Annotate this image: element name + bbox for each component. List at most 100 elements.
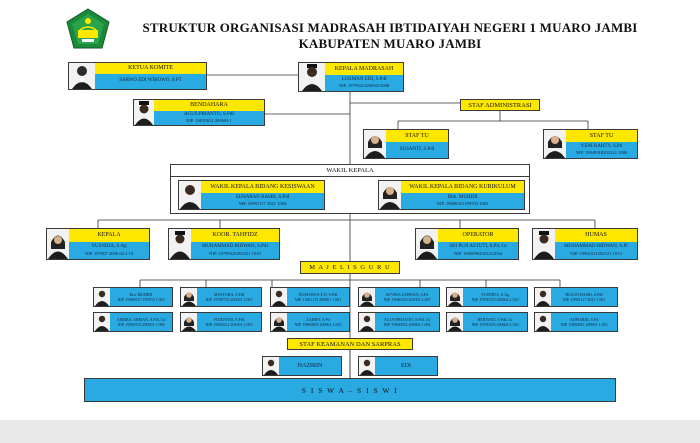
person-name: NUMAWAN E II, S.PdI — [298, 291, 338, 297]
koor-tahfidz-card: KOOR. TAHFIDZ MUHAMMAD RIDWAN, S.PdI NIP… — [168, 228, 280, 260]
person-photo-icon — [447, 288, 463, 306]
person-nip: NIP. 19780723 200501 2 007 — [205, 297, 253, 302]
person-photo-icon — [134, 100, 154, 125]
person-photo-icon — [179, 181, 201, 209]
majelis-guru-label: M A J E L I S G U R U — [300, 261, 400, 274]
role-label: STAF TU — [386, 130, 448, 142]
person-name: MUHAMMAD RIDWAN, S.PI — [564, 244, 628, 250]
person-name: SUHARAN BASRI, S.PdI — [235, 194, 290, 200]
person-nip: NIP. 19830212 201001 2 005 — [205, 322, 253, 327]
person-name: Dra. MUHIDI — [129, 291, 153, 297]
person-name: EDI — [401, 363, 411, 369]
person-name: MUHAMMAD RIDWAN, S.PdI — [201, 244, 269, 250]
person-nip: NIP. 197904142005011008 — [338, 83, 390, 89]
wakil-kepala-label: WAKIL KEPALA — [171, 165, 529, 177]
person-photo-icon — [364, 130, 386, 158]
person-photo-icon — [181, 313, 197, 331]
person-nip: NIP. 19850821 200901 1 003 — [560, 322, 608, 327]
person-nip: NIP. 19900902025212034 — [453, 250, 503, 256]
person-photo-icon — [359, 288, 375, 306]
person-photo-icon — [533, 229, 555, 259]
person-name: ZAHRA, S.Pd — [306, 316, 330, 322]
person-name: SARWO EDI WIBOWO, S.PT — [119, 78, 182, 84]
person-photo-icon — [416, 229, 438, 259]
person-nip: NIP. 19840918202321 2008 — [575, 150, 628, 156]
page-title-line2: KABUPATEN MUARO JAMBI — [298, 36, 482, 51]
person-nip: NIP. 19940319 201903 2 007 — [383, 297, 431, 302]
person-nip: NIP. 19991117 2021 1 001 — [562, 297, 606, 302]
person-photo-icon — [69, 63, 95, 89]
staf-keamanan-label: STAF KEAMANAN DAN SARPRAS — [287, 338, 413, 350]
person-nip: NIP. 19680315199703 1003 — [436, 201, 489, 207]
person-nip: NIP. 19830723 200501 1 009 — [117, 322, 165, 327]
person-nip: NIP. 19790103 200604 2 010 — [471, 322, 519, 327]
person-nip: NIP. 19820812 200604 1 002 — [383, 322, 431, 327]
bendahara-card: BENDAHARA AGUS PRIANTO, S.PdI NIP. 19820… — [133, 99, 265, 126]
person-name: LUKMAN EDI, S.PdI — [341, 76, 387, 82]
person-photo-icon — [359, 357, 375, 375]
person-name: Dlm. MUHIDI — [447, 194, 478, 200]
operator-card: OPERATOR SRI PUJI ASTUTI, S.Pd, Gr NIP. … — [415, 228, 519, 260]
staf-tu-card-2: STAF TU YENI RAHTY, S.Pd NIP. 1984091820… — [543, 129, 638, 159]
person-photo-icon — [299, 63, 325, 91]
humas-card: HUMAS MUHAMMAD RIDWAN, S.PI NIP. 1996101… — [532, 228, 638, 260]
person-photo-icon — [535, 313, 551, 331]
person-photo-icon — [447, 313, 463, 331]
person-name: AMIRUL ARMAN, S.PdI, Gr — [116, 316, 166, 322]
role-label: WAKIL KEPALA BIDANG KURIKULUM — [401, 181, 524, 193]
role-label: KOOR. TAHFIDZ — [191, 229, 279, 242]
person-nip: NIP. 19790320202521 1010 — [209, 250, 261, 256]
role-label: OPERATOR — [438, 229, 518, 242]
person-nip: NIP. 19860903 200901 2 003 — [294, 322, 342, 327]
person-photo-icon — [535, 288, 551, 306]
person-name: SUSANTI, S.PdI — [399, 146, 435, 152]
person-photo-icon — [94, 313, 110, 331]
person-name: SUVIRA SAPRIAN, S.Pd — [385, 291, 429, 297]
person-photo-icon — [359, 313, 375, 331]
role-label: KETUA KOMITE — [95, 63, 206, 74]
wakil-kesiswaan-card: WAKIL KEPALA BIDANG KESISWAAN SUHARAN BA… — [178, 180, 325, 210]
person-photo-icon — [271, 313, 287, 331]
person-photo-icon — [544, 130, 566, 158]
person-nip: NIP. 19811115 200801 1 001 — [294, 297, 342, 302]
person-name: YUSNIDA, S.Ag — [480, 291, 510, 297]
role-label: STAF TU — [566, 130, 637, 142]
person-photo-icon — [379, 181, 401, 209]
page-title-line1: STRUKTUR ORGANISASI MADRASAH IBTIDAIYAH … — [142, 20, 638, 35]
person-name: YENI RAHTY, S.Pd — [580, 143, 623, 149]
person-name: SRI PUJI ASTUTI, S.Pd, Gr — [449, 244, 507, 250]
person-name: MASTURA, S.PdI — [213, 291, 245, 297]
person-nip: NIP. 19700723 200604 2 010 — [471, 297, 519, 302]
staf-tu-card-1: STAF TU SUSANTI, S.PdI — [363, 129, 449, 159]
person-nip: NIP. 19961011202521 1012 — [570, 250, 622, 256]
siswa-label: S I S W A – S I S W I — [84, 378, 616, 402]
person-name: AGUS PRIANTO, S.PdI, Gr — [383, 316, 431, 322]
keamanan-card-2: EDI — [358, 356, 438, 376]
person-photo-icon — [94, 288, 110, 306]
staf-administrasi-label: STAF ADMINISTRASI — [460, 99, 540, 111]
person-name: ANWARDI, S.Pd — [569, 316, 599, 322]
person-nip: NIP. 19680315 199703 1 003 — [117, 297, 165, 302]
role-label: KEPALA MADRASAH — [325, 63, 403, 75]
bottom-band — [0, 420, 700, 443]
person-name: YUSNIDA, S.Ag — [91, 244, 127, 250]
person-nip: NIP. 197007 2006 04 2 10 — [84, 250, 134, 256]
person-photo-icon — [271, 288, 287, 306]
person-photo-icon — [263, 357, 279, 375]
person-name: FITRIYANI, S.PdI — [213, 316, 245, 322]
kepala-card: KEPALA YUSNIDA, S.Ag NIP. 197007 2006 04… — [46, 228, 150, 260]
role-label: WAKIL KEPALA BIDANG KESISWAAN — [201, 181, 324, 193]
person-name: HUSAN BASRI, S.PdI — [565, 291, 603, 297]
role-label: BENDAHARA — [154, 100, 264, 111]
